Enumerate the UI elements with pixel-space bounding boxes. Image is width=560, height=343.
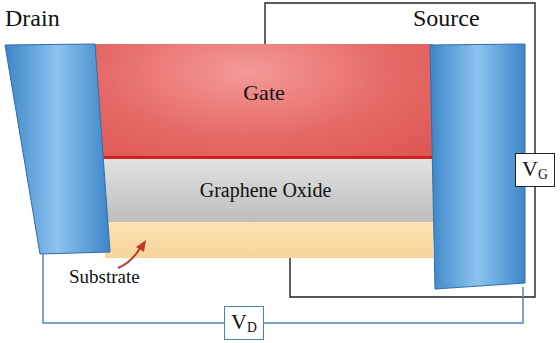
circuit-wire bbox=[264, 287, 523, 323]
electrode-shape bbox=[3, 43, 115, 255]
circuit-wire bbox=[43, 252, 224, 323]
drain-electrode: Drain bbox=[3, 43, 115, 255]
gate-layer: Gate bbox=[95, 44, 433, 159]
node-label: VD bbox=[231, 309, 257, 336]
node-label: Substrate bbox=[69, 266, 140, 288]
node-label: Graphene Oxide bbox=[200, 179, 332, 202]
node-label: VG bbox=[522, 156, 548, 183]
oxide-layer: Graphene Oxide bbox=[98, 159, 433, 222]
source-electrode: Source bbox=[428, 43, 528, 290]
substrate-layer: Substrate bbox=[105, 222, 433, 258]
electrode-shape bbox=[428, 43, 528, 290]
node-label: Gate bbox=[243, 80, 285, 106]
drain-voltage-box: VD bbox=[224, 306, 264, 340]
node-label: Source bbox=[413, 5, 480, 32]
gate-voltage-box: VG bbox=[515, 153, 555, 187]
node-label: Drain bbox=[5, 5, 60, 32]
